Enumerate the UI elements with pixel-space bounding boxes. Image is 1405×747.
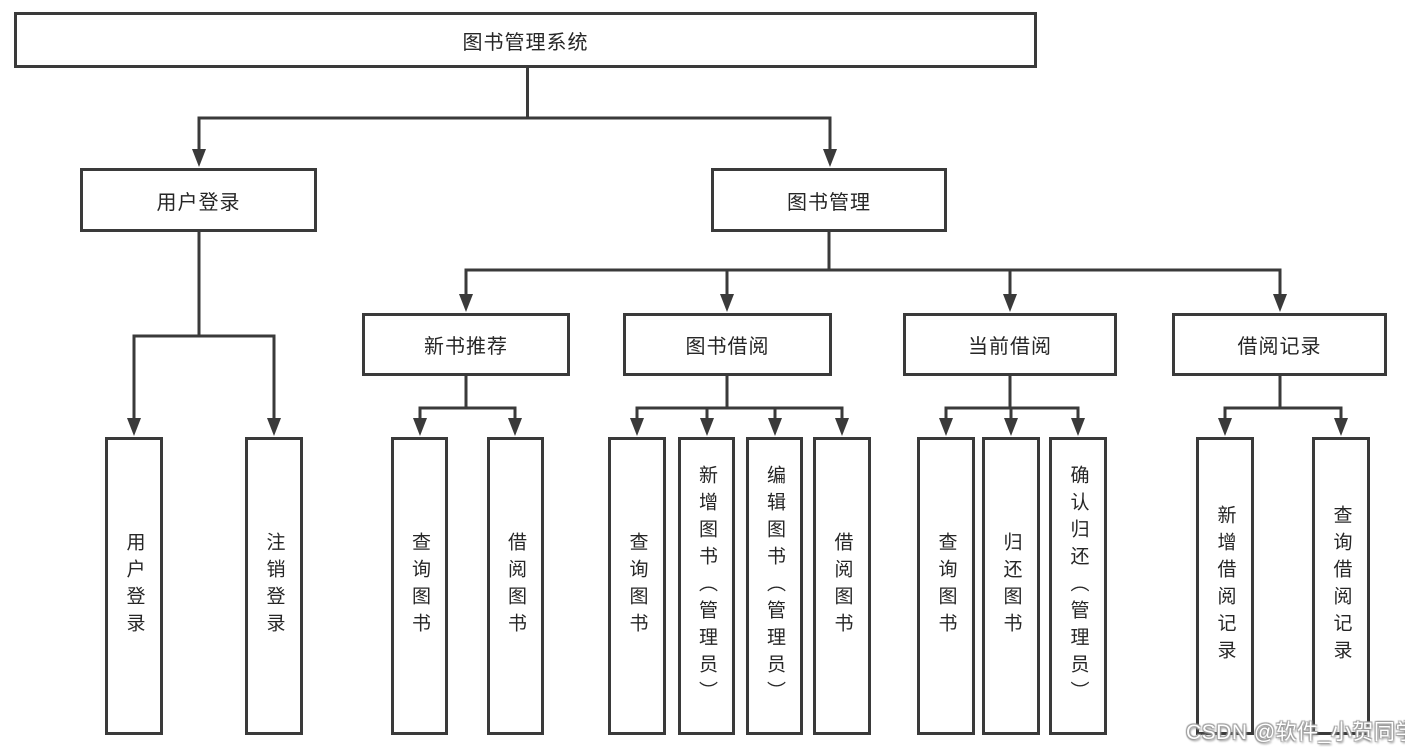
leaf-logout-login: 注销登录 [245, 437, 303, 735]
node-library-management-system: 图书管理系统 [14, 12, 1037, 68]
leaf-current-query-books: 查询图书 [917, 437, 975, 735]
leaf-records-query-borrow-record: 查询借阅记录 [1312, 437, 1370, 735]
csdn-watermark: CSDN @软件_小贺同学 [1186, 721, 1405, 744]
leaf-borrowing-edit-books-admin: 编辑图书（管理员） [746, 437, 803, 735]
leaf-records-add-borrow-record: 新增借阅记录 [1196, 437, 1254, 735]
node-label: 查询图书 [409, 532, 430, 640]
node-label: 用户登录 [156, 191, 241, 214]
node-label: 用户登录 [123, 532, 145, 640]
node-label: 注销登录 [263, 532, 285, 640]
node-borrowing-records: 借阅记录 [1172, 313, 1387, 376]
leaf-borrowing-add-books-admin: 新增图书（管理员） [678, 437, 735, 735]
node-label: 新增借阅记录 [1214, 505, 1236, 667]
node-label: 借阅记录 [1237, 336, 1322, 358]
node-label: 借阅图书 [505, 532, 526, 640]
node-label: 归还图书 [1000, 532, 1022, 640]
node-label: 借阅图书 [831, 532, 853, 640]
node-current-borrowing: 当前借阅 [903, 313, 1117, 376]
node-label: 新书推荐 [424, 336, 508, 358]
leaf-current-confirm-return-admin: 确认归还（管理员） [1049, 437, 1107, 735]
node-book-borrowing: 图书借阅 [623, 313, 832, 376]
node-label: 查询借阅记录 [1330, 505, 1352, 667]
node-label: 查询图书 [626, 532, 648, 640]
leaf-borrowing-borrow-books: 借阅图书 [813, 437, 871, 735]
node-label: 查询图书 [935, 532, 957, 640]
node-label: 新增图书（管理员） [696, 464, 717, 708]
node-label: 确认归还（管理员） [1067, 464, 1089, 708]
node-book-management: 图书管理 [711, 168, 947, 232]
node-label: 当前借阅 [968, 336, 1052, 358]
node-label: 图书借阅 [685, 336, 770, 358]
node-label: 图书管理系统 [462, 31, 589, 54]
leaf-newrec-query-books: 查询图书 [391, 437, 448, 735]
node-user-login: 用户登录 [80, 168, 317, 232]
leaf-user-login: 用户登录 [105, 437, 163, 735]
node-label: 编辑图书（管理员） [764, 464, 785, 708]
node-label: 图书管理 [787, 191, 871, 214]
leaf-borrowing-query-books: 查询图书 [608, 437, 666, 735]
node-new-book-recommendation: 新书推荐 [362, 313, 570, 376]
leaf-newrec-borrow-books: 借阅图书 [487, 437, 544, 735]
leaf-current-return-books: 归还图书 [982, 437, 1040, 735]
